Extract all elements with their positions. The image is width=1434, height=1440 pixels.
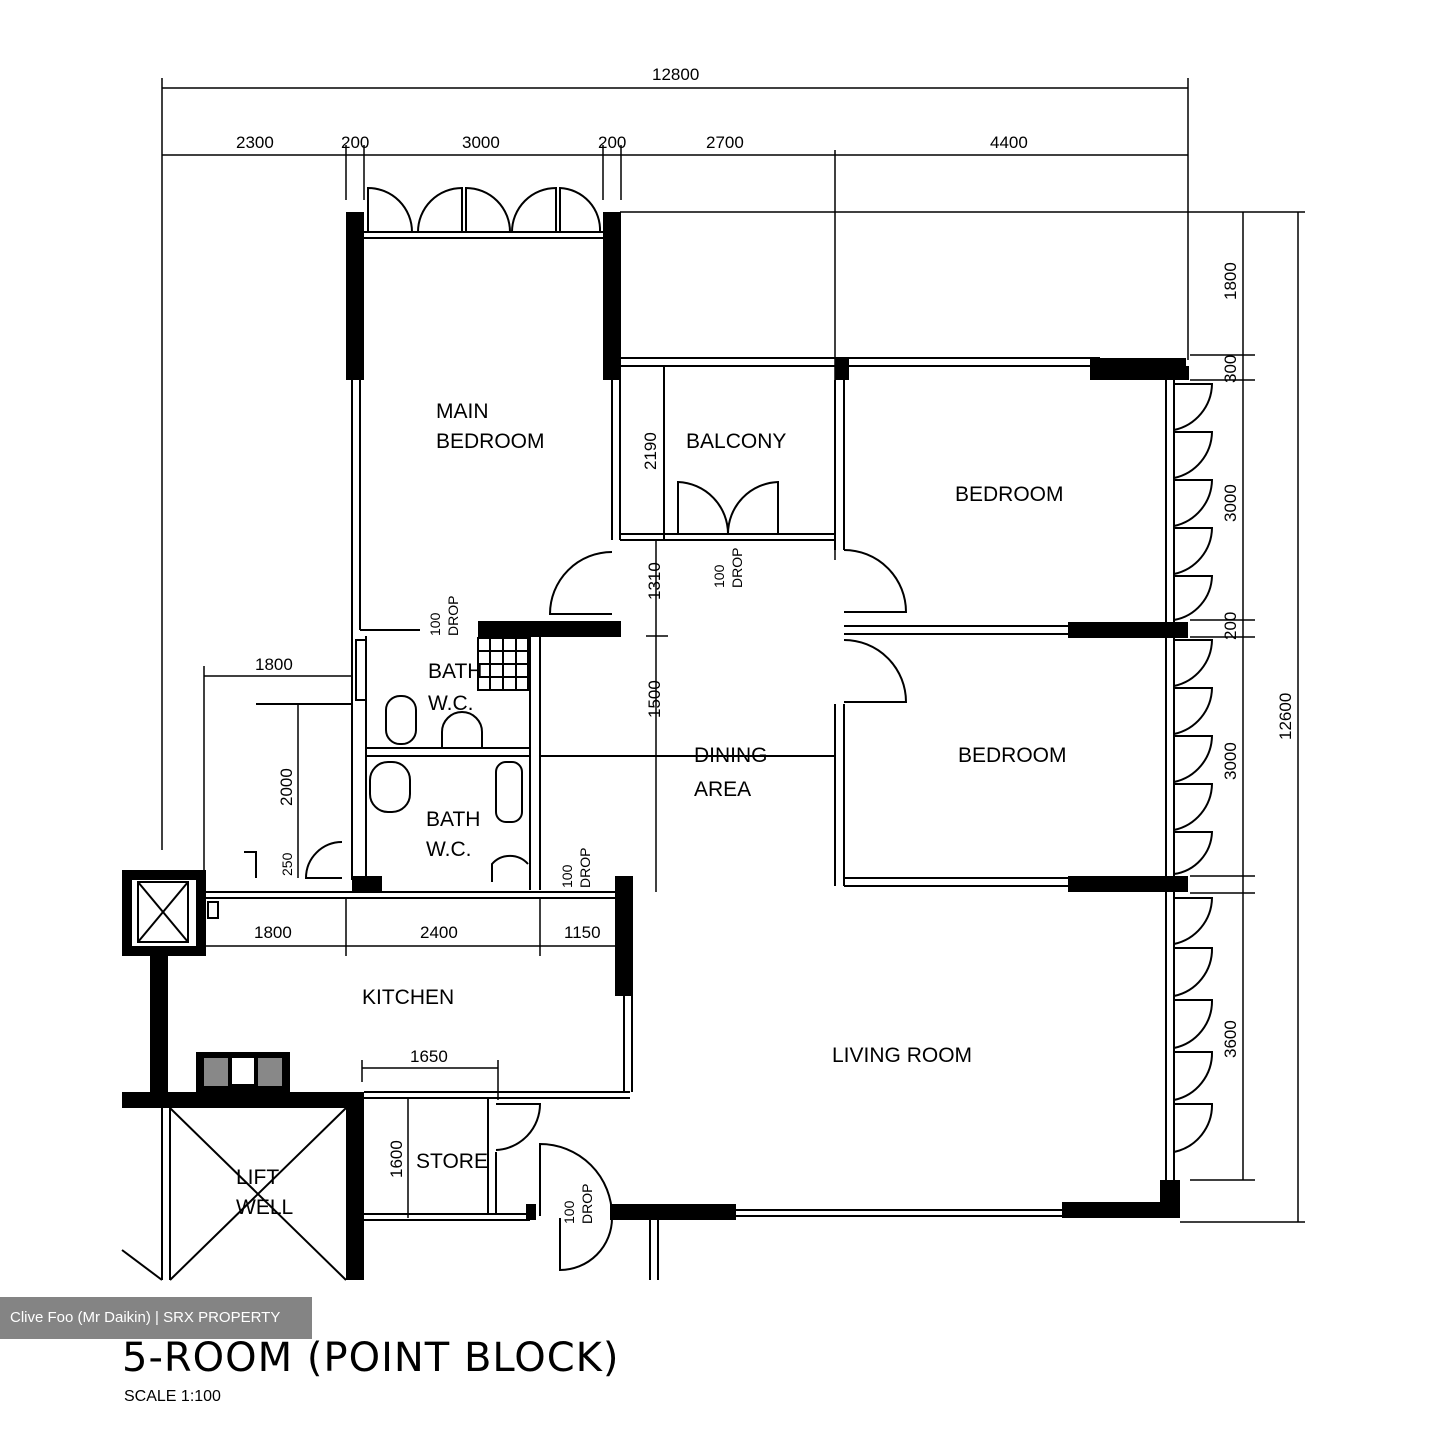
dim-right-3: 3000: [1221, 484, 1240, 522]
dim-top-4: 200: [598, 133, 626, 152]
label-bedroom-2: BEDROOM: [958, 744, 1067, 767]
label-lift-well-l2: WELL: [236, 1196, 293, 1219]
label-main-bedroom-l1: MAIN: [436, 400, 489, 423]
shower-tray: [477, 637, 529, 691]
dim-right-6: 3600: [1221, 1020, 1240, 1058]
dim-top-2: 200: [341, 133, 369, 152]
note-drop-text-1: DROP: [445, 596, 461, 636]
dim-store-depth: 1600: [387, 1140, 406, 1178]
label-bath-wc2-l1: BATH: [426, 808, 480, 831]
label-bath-wc-l2: W.C.: [428, 692, 474, 715]
dining-area: 1310 1500 DINING AREA: [478, 540, 835, 892]
dim-kitchen-2: 2400: [420, 923, 458, 942]
dim-yard-small: 250: [279, 852, 295, 876]
dim-top-3: 3000: [462, 133, 500, 152]
basin-1: [441, 711, 483, 748]
label-bedroom-1: BEDROOM: [955, 483, 1064, 506]
dim-top-1: 2300: [236, 133, 274, 152]
refuse-chute: [122, 870, 219, 956]
bathrooms: BATH W.C. BATH W.C. 100 DROP: [352, 636, 593, 892]
living-room: LIVING ROOM 100 DROP: [526, 897, 1214, 1280]
dim-right-2: 300: [1221, 355, 1240, 383]
dim-right-1: 1800: [1221, 262, 1240, 300]
dim-corridor-1: 1310: [645, 562, 664, 600]
dim-kitchen-3: 1150: [564, 923, 601, 942]
note-drop-value-4: 100: [561, 1200, 577, 1224]
balcony: BALCONY 2190 100 DROP: [620, 357, 1186, 588]
dim-kitchen-1: 1800: [254, 923, 292, 942]
right-dimensions: 1800 300 3000 200 3000 3600 12600: [620, 211, 1305, 1223]
label-bath-wc-l1: BATH: [428, 660, 482, 683]
dim-corridor-2: 1500: [645, 680, 664, 718]
label-living-room: LIVING ROOM: [832, 1044, 972, 1067]
label-bath-wc2-l2: W.C.: [426, 838, 472, 861]
label-kitchen: KITCHEN: [362, 986, 454, 1009]
note-drop-text-4: DROP: [579, 1184, 595, 1224]
dim-overall-height: 12600: [1276, 693, 1295, 740]
service-yard: 1800 2000 250: [203, 655, 352, 890]
note-drop-value-3: 100: [559, 864, 575, 888]
dim-right-5: 3000: [1221, 742, 1240, 780]
bedroom-2: BEDROOM: [834, 639, 1214, 892]
main-bedroom: MAIN BEDROOM 100 DROP: [346, 186, 621, 880]
bedroom-1: BEDROOM: [843, 366, 1214, 1180]
store: 1600 STORE: [364, 1098, 542, 1221]
dim-kitchen-bench: 1650: [410, 1047, 448, 1066]
label-store: STORE: [416, 1150, 488, 1173]
dim-yard-width: 1800: [255, 655, 293, 674]
plan-title: 5-ROOM (POINT BLOCK): [122, 1335, 620, 1381]
note-drop-text-3: DROP: [577, 848, 593, 888]
plan-scale: SCALE 1:100: [124, 1388, 221, 1405]
kitchen: 1800 2400 1150 KITCHEN 1650: [150, 876, 633, 1100]
watermark-banner: [0, 1297, 312, 1339]
label-main-bedroom-l2: BEDROOM: [436, 430, 545, 453]
dim-overall-width: 12800: [652, 65, 699, 84]
note-drop-value-2: 100: [711, 564, 727, 588]
dim-top-5: 2700: [706, 133, 744, 152]
watermark-text: Clive Foo (Mr Daikin) | SRX PROPERTY: [10, 1309, 281, 1326]
dim-right-4: 200: [1221, 612, 1240, 640]
label-dining-l2: AREA: [694, 778, 751, 801]
top-dimensions: 12800 2300 200 3000 200 2700 4400: [161, 65, 1189, 850]
lift-well: LIFT WELL: [121, 1092, 364, 1281]
dim-top-6: 4400: [990, 133, 1028, 152]
note-drop-value-1: 100: [427, 612, 443, 636]
basin-2: [495, 761, 523, 823]
note-drop-text-2: DROP: [729, 548, 745, 588]
stove: [196, 1052, 290, 1092]
dim-balcony-depth: 2190: [641, 432, 660, 470]
label-lift-well-l1: LIFT: [236, 1166, 279, 1189]
toilet-1: [385, 695, 417, 745]
toilet-2: [369, 761, 411, 813]
dim-yard-depth: 2000: [277, 768, 296, 806]
label-balcony: BALCONY: [686, 430, 786, 453]
